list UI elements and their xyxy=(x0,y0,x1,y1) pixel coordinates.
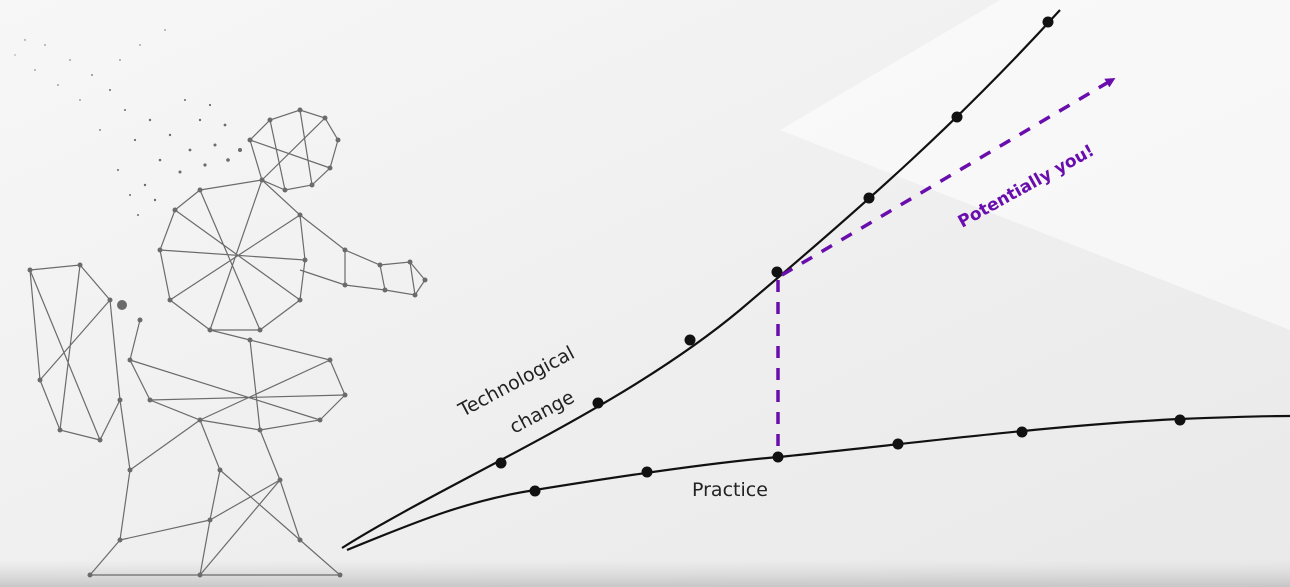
practice-point xyxy=(892,438,904,450)
tech-point xyxy=(951,111,963,123)
practice-point xyxy=(772,451,784,463)
tech-point xyxy=(863,192,875,204)
practice-curve xyxy=(346,414,1290,552)
wireframe-figure-illustration xyxy=(14,29,428,578)
tech-point xyxy=(684,334,696,346)
potentially-you-label: Potentially you! xyxy=(955,141,1098,232)
practice-point xyxy=(529,485,541,497)
practice-points xyxy=(529,414,1186,497)
practice-point xyxy=(1174,414,1186,426)
practice-point xyxy=(641,466,653,478)
technological-change-curve xyxy=(341,9,1061,549)
practice-point xyxy=(1016,426,1028,438)
tech-point xyxy=(1042,16,1054,28)
tech-point xyxy=(592,397,604,409)
technological-change-points xyxy=(495,16,1054,469)
potential-arrow xyxy=(781,77,1116,277)
practice-label: Practice xyxy=(692,479,768,501)
tech-point xyxy=(495,457,507,469)
tech-point xyxy=(771,266,783,278)
